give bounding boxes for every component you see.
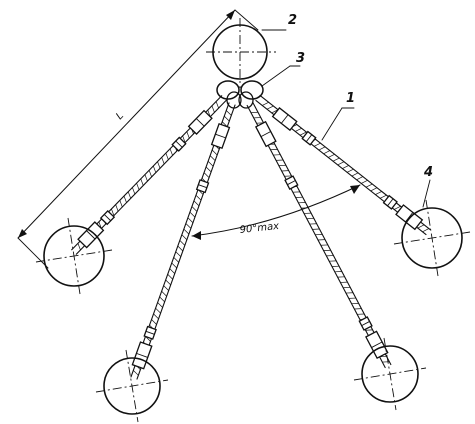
sling-legs xyxy=(35,94,471,423)
length-label: L xyxy=(114,110,126,122)
leg-upper-left xyxy=(35,95,227,295)
callout-3: 3 xyxy=(296,51,305,66)
intermediate-links xyxy=(216,80,264,109)
leg-upper-right xyxy=(255,94,471,277)
angle-arc xyxy=(191,184,361,240)
callout-1: 1 xyxy=(346,91,355,106)
length-dimension xyxy=(17,9,259,269)
leg-lower-right xyxy=(246,101,427,411)
master-ring xyxy=(206,18,276,88)
angle-label: 90°max xyxy=(239,221,280,236)
callout-2: 2 xyxy=(288,13,297,28)
leg-lower-left xyxy=(95,102,236,423)
callout-4: 4 xyxy=(423,165,433,180)
callout-leaders xyxy=(261,29,431,208)
